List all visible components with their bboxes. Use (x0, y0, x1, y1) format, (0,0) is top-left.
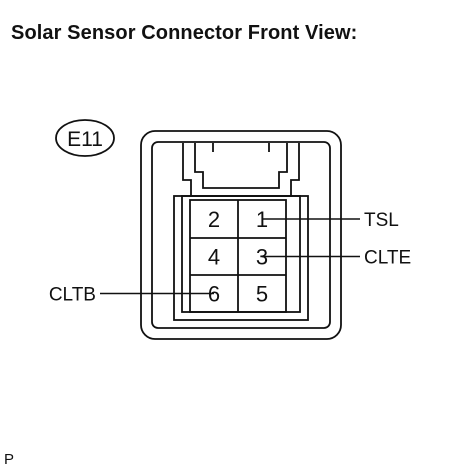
connector-housing (140, 130, 342, 340)
callouts: TSL CLTE CLTB (49, 210, 411, 306)
footer-mark: P (4, 451, 15, 468)
connector-id-badge: E11 (55, 119, 115, 157)
callout-label-tsl: TSL (364, 210, 399, 231)
connector-id-label: E11 (67, 128, 103, 151)
pin-5-label: 5 (256, 282, 268, 307)
pin-2-label: 2 (208, 207, 220, 232)
pin-4-label: 4 (208, 245, 220, 270)
callout-label-cltb: CLTB (49, 285, 96, 306)
callout-label-clte: CLTE (364, 248, 411, 269)
diagram-title: Solar Sensor Connector Front View: (11, 22, 358, 44)
